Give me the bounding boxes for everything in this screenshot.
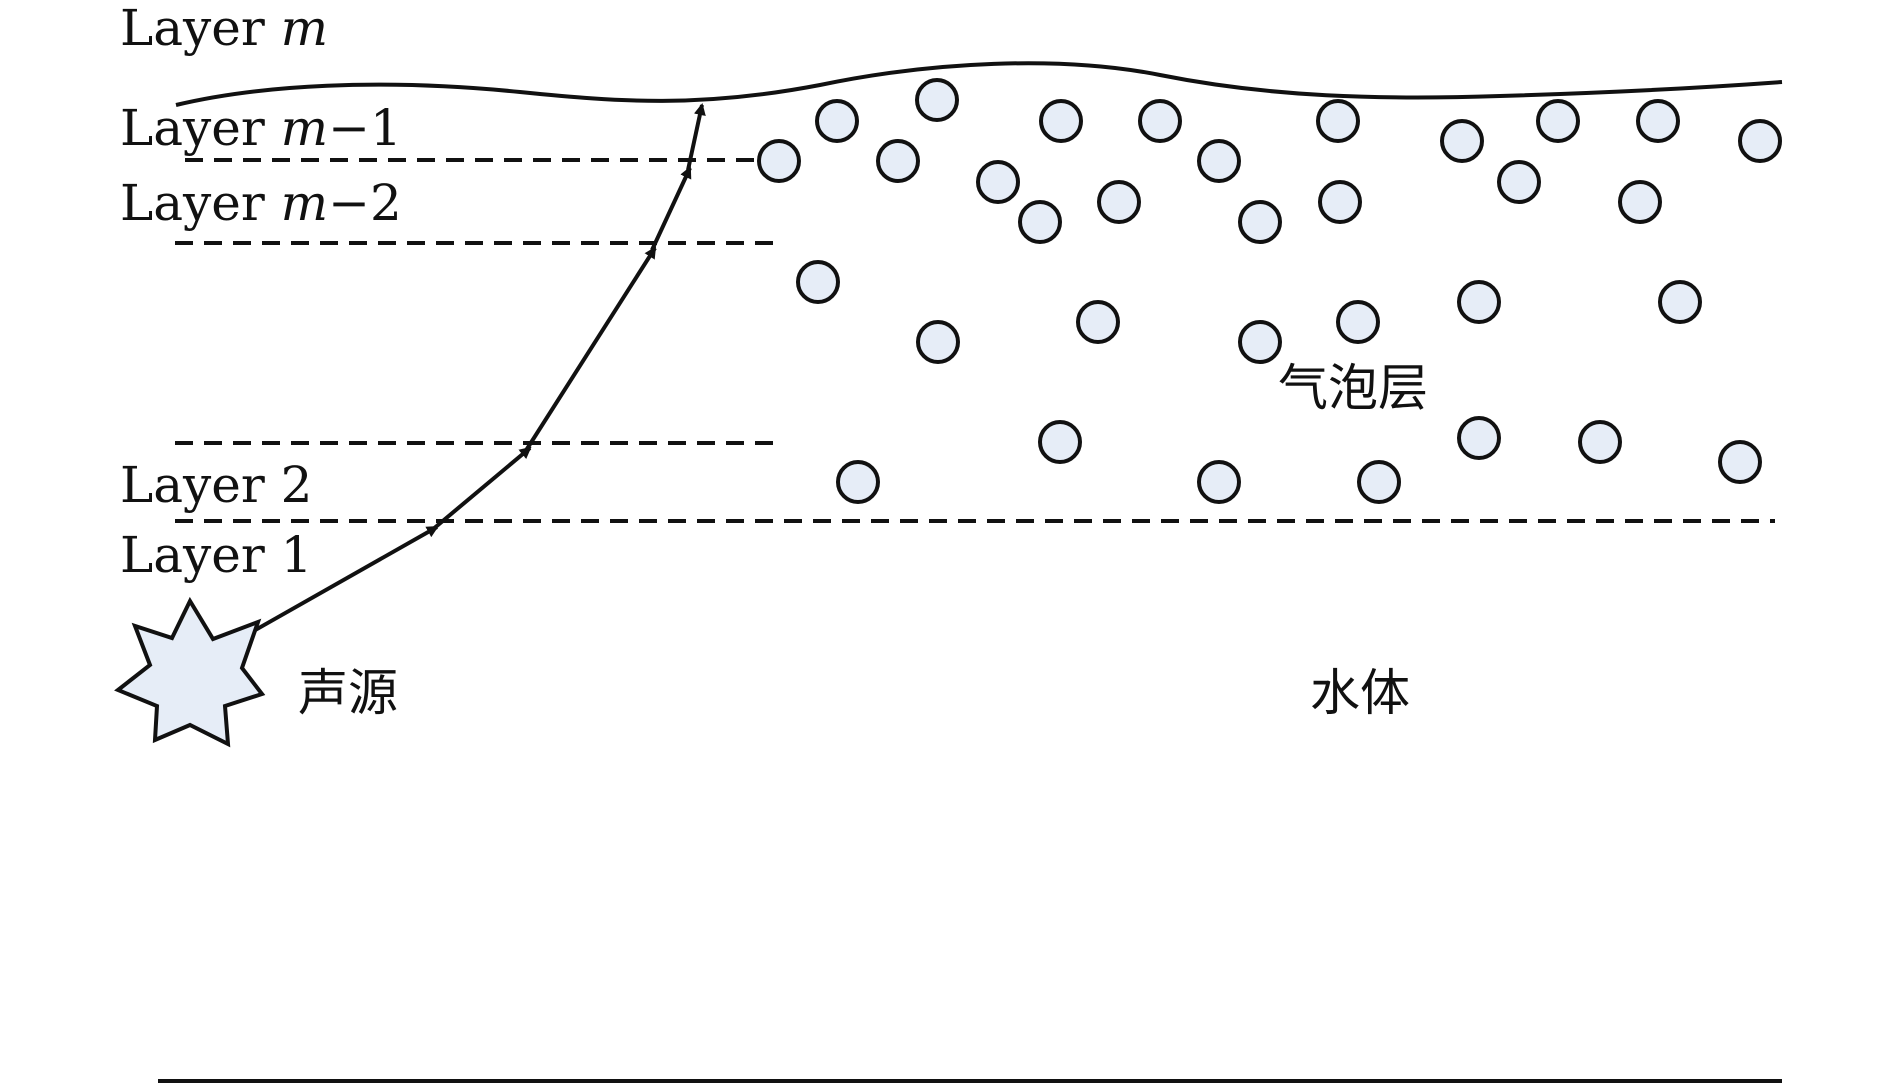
sea-surface-line [175, 61, 1783, 107]
circle-icon [1636, 99, 1680, 143]
layer-label-2: Layer 2 [120, 456, 312, 514]
circle-icon [1018, 200, 1062, 244]
circle-icon [1440, 119, 1484, 163]
circle-icon [757, 139, 801, 183]
circle-icon [836, 460, 880, 504]
ray-segment-3 [523, 246, 657, 454]
circle-icon [1336, 300, 1380, 344]
circle-icon [1138, 99, 1182, 143]
ray-segment-1 [242, 525, 439, 639]
star-burst-icon [114, 596, 266, 748]
ray-segment-4 [650, 166, 692, 251]
source-label: 声源 [298, 664, 398, 722]
circle-icon [1076, 300, 1120, 344]
circle-icon [796, 260, 840, 304]
water-label: 水体 [1310, 664, 1410, 722]
layer-label-1: Layer 1 [120, 526, 312, 584]
circle-icon [1357, 460, 1401, 504]
circle-icon [1497, 160, 1541, 204]
circle-icon [1097, 180, 1141, 224]
circle-icon [876, 139, 920, 183]
circle-icon [1457, 280, 1501, 324]
circle-icon [1457, 416, 1501, 460]
circle-icon [915, 78, 959, 122]
circle-icon [1618, 180, 1662, 224]
circle-icon [1197, 460, 1241, 504]
circle-icon [1718, 440, 1762, 484]
circle-icon [1316, 99, 1360, 143]
circle-icon [1039, 99, 1083, 143]
circle-icon [1578, 420, 1622, 464]
acoustic-ray [242, 103, 706, 639]
circle-icon [1738, 119, 1782, 163]
layer-label-m-2: Layer m−2 [120, 174, 402, 232]
circle-icon [1238, 320, 1282, 364]
circle-icon [1038, 420, 1082, 464]
circle-icon [916, 320, 960, 364]
circle-icon [1318, 180, 1362, 224]
ray-segment-2 [430, 446, 532, 532]
circle-icon [1658, 280, 1702, 324]
layer-label-m: Layer m [120, 0, 328, 57]
layer-label-m-1: Layer m−1 [120, 99, 402, 157]
ray-segment-5 [686, 103, 706, 171]
circle-icon [1197, 139, 1241, 183]
circle-icon [1238, 200, 1282, 244]
bubble-layer-group [757, 78, 1782, 504]
circle-icon [815, 99, 859, 143]
circle-icon [976, 160, 1020, 204]
bubble-layer-label: 气泡层 [1278, 359, 1428, 417]
circle-icon [1536, 99, 1580, 143]
